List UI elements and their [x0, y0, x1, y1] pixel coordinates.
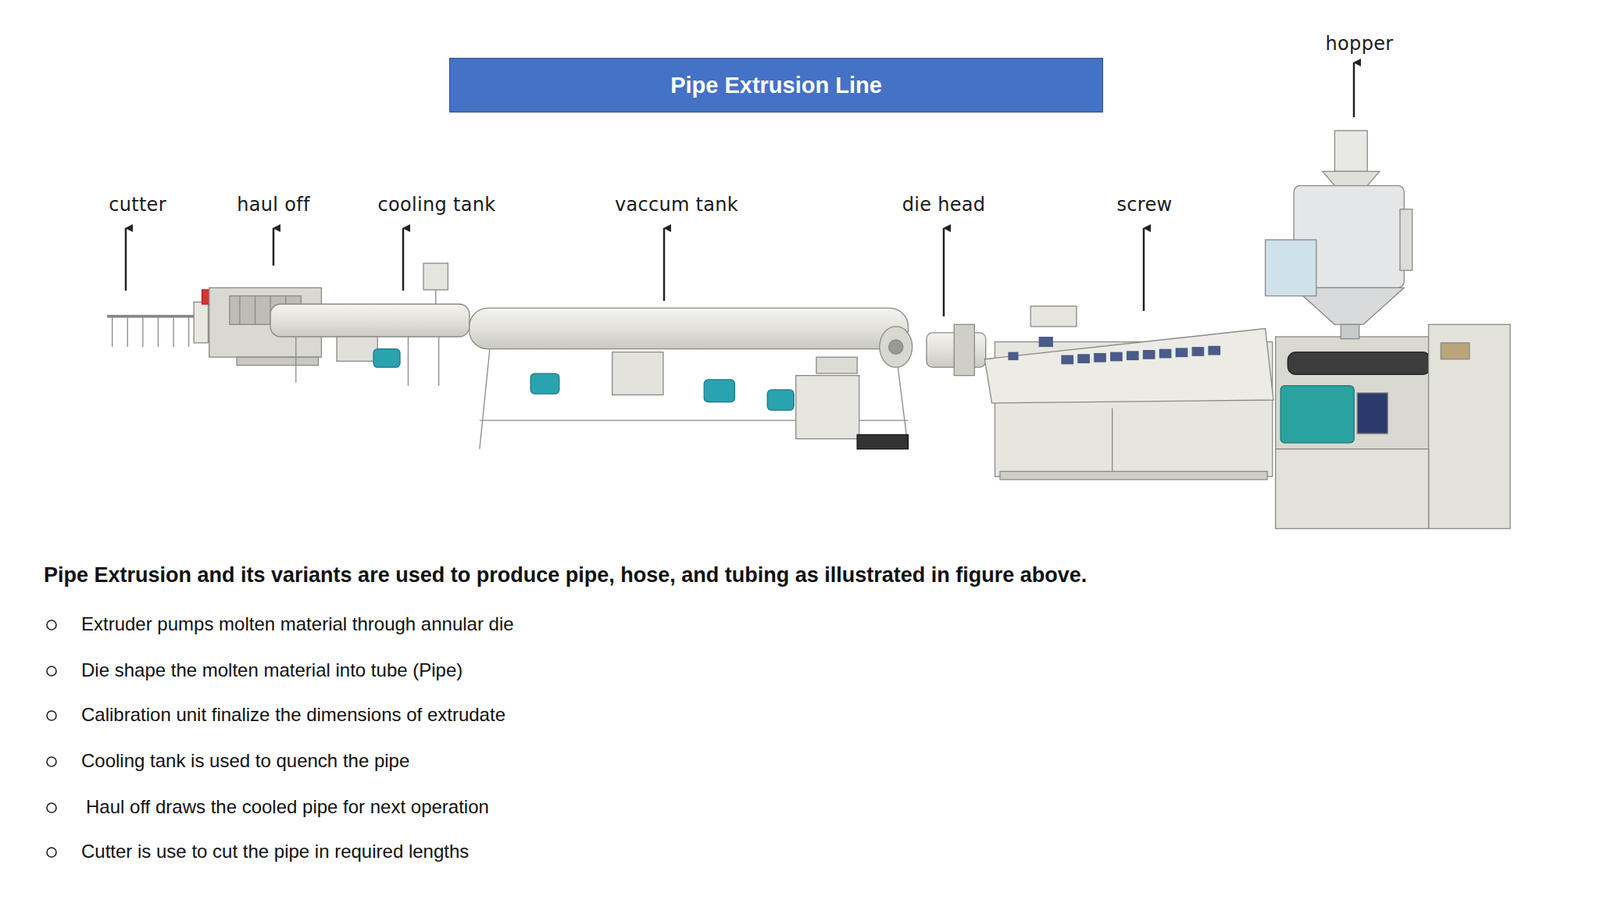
bullet-text: Cutter is use to cut the pipe in require…: [81, 840, 469, 863]
bullet-markers: [46, 620, 57, 858]
part-name: hopper: [1325, 32, 1394, 55]
part-name: cutter: [108, 193, 167, 216]
vacuum-tank: [469, 307, 913, 449]
extruder-barrel: [1275, 324, 1511, 529]
bullet-text: Die shape the molten material into tube …: [81, 659, 463, 682]
part-name: screw: [1117, 193, 1173, 216]
title-box: Pipe Extrusion Line: [449, 57, 1104, 113]
bullet-text: Calibration unit finalize the dimensions…: [81, 703, 506, 726]
cutter-machine: [107, 289, 211, 347]
bullet-text: Extruder pumps molten material through a…: [81, 613, 515, 636]
part-name: vaccum tank: [614, 193, 739, 216]
caption-text: Pipe Extrusion and its variants are used…: [43, 563, 1087, 588]
part-name: cooling tank: [378, 193, 497, 216]
bullet-text: Cooling tank is used to quench the pipe: [81, 750, 410, 772]
part-name: haul off: [236, 193, 310, 216]
part-name: die head: [902, 193, 986, 216]
cooling-tank: [270, 263, 470, 386]
extruder-cabinet: [984, 328, 1274, 480]
bullet-text: Haul off draws the cooled pipe for next …: [85, 796, 490, 818]
hopper-dryer: [1265, 130, 1413, 339]
title-text: Pipe Extrusion Line: [670, 72, 883, 99]
